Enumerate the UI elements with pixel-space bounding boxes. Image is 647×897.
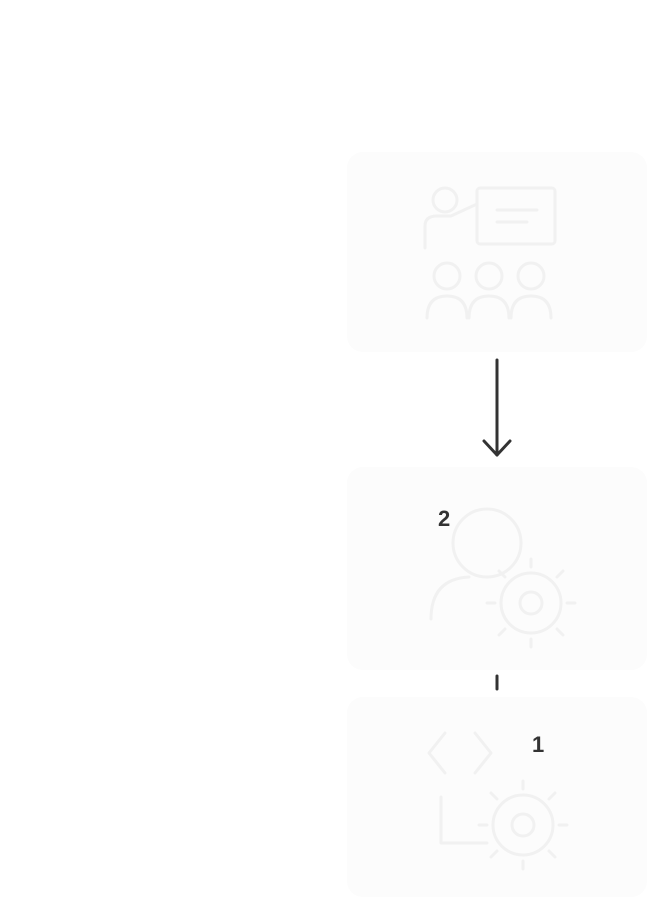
arrow-down-icon — [482, 358, 512, 457]
user-settings-icon — [429, 507, 577, 649]
presentation-card — [347, 152, 647, 352]
step-number-1: 1 — [532, 732, 545, 757]
code-settings-card — [347, 697, 647, 897]
code-settings-icon — [427, 731, 569, 871]
step-number-2: 2 — [438, 506, 451, 531]
presentation-audience-icon — [423, 186, 557, 320]
user-settings-card — [347, 467, 647, 670]
